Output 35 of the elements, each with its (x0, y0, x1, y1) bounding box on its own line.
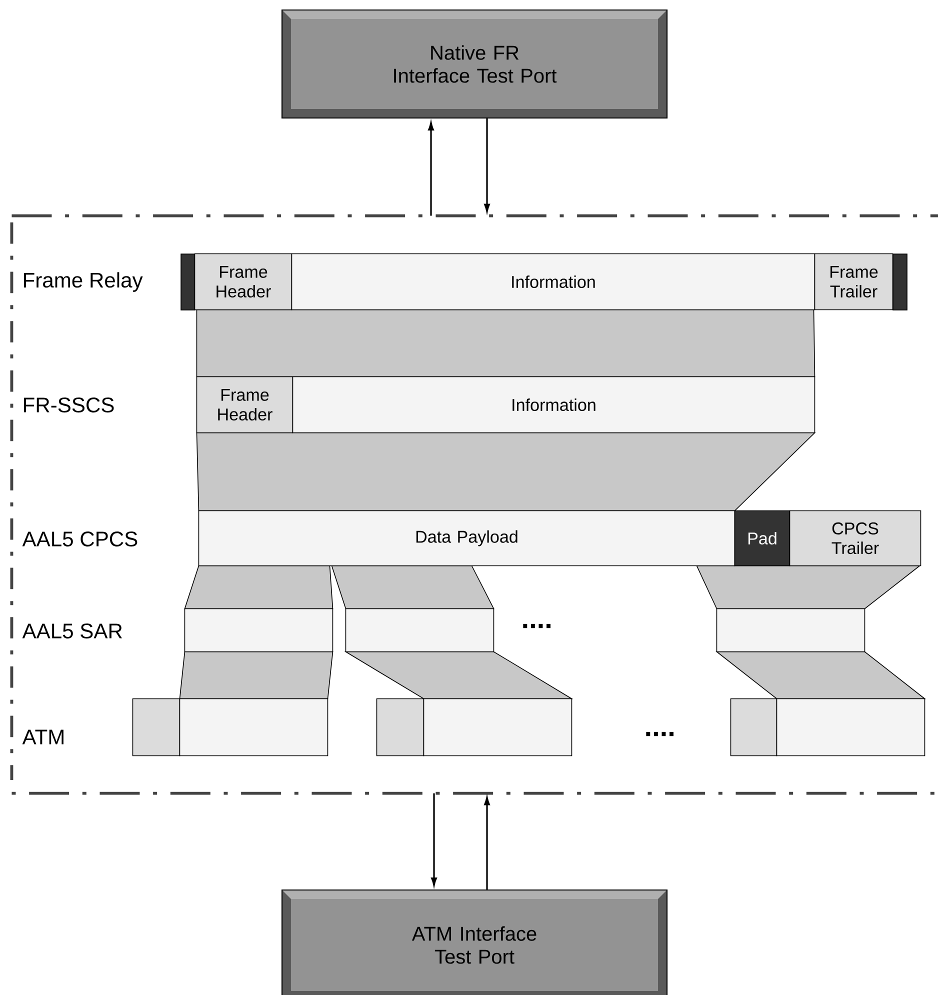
information-cell: Information (291, 253, 816, 310)
cell-header-box (132, 698, 180, 756)
segment-box (184, 608, 334, 652)
ellipsis: .... (646, 732, 674, 736)
mapping-band (179, 651, 334, 700)
pad-cell: Pad (734, 510, 790, 566)
test-port-box: ATM Interface Test Port (281, 889, 668, 995)
layer-label: AAL5 SAR (22, 624, 122, 638)
arrow (484, 118, 490, 212)
cell-header-box (730, 698, 778, 756)
mapping-band (196, 432, 816, 512)
layer-label: ATM (22, 730, 64, 744)
trailer-cell: Frame Trailer (814, 253, 894, 310)
cell-header-box (376, 698, 424, 756)
mapping-band (331, 565, 494, 610)
payload-cell: Data Payload (198, 510, 736, 566)
header-cell: Frame Header (196, 376, 294, 434)
layer-label: FR-SSCS (24, 398, 114, 412)
cell-payload-box (423, 698, 572, 756)
ellipsis: .... (523, 624, 550, 628)
cell-payload-box (179, 698, 328, 756)
segment-box (716, 608, 866, 652)
dash-dot-frame (10, 214, 938, 795)
cell-payload-box (776, 698, 926, 756)
mapping-band (184, 565, 334, 610)
layer-label: AAL5 CPCS (22, 532, 138, 546)
arrow (484, 796, 490, 890)
information-cell: Information (292, 376, 816, 434)
header-cell: Frame Header (194, 253, 292, 310)
mapping-band (696, 565, 921, 610)
test-port-box: Native FR Interface Test Port (281, 9, 668, 119)
segment-box (345, 608, 494, 652)
trailer-cell: CPCS Trailer (789, 510, 922, 566)
layer-label: Frame Relay (24, 272, 143, 292)
mapping-band (196, 309, 816, 378)
